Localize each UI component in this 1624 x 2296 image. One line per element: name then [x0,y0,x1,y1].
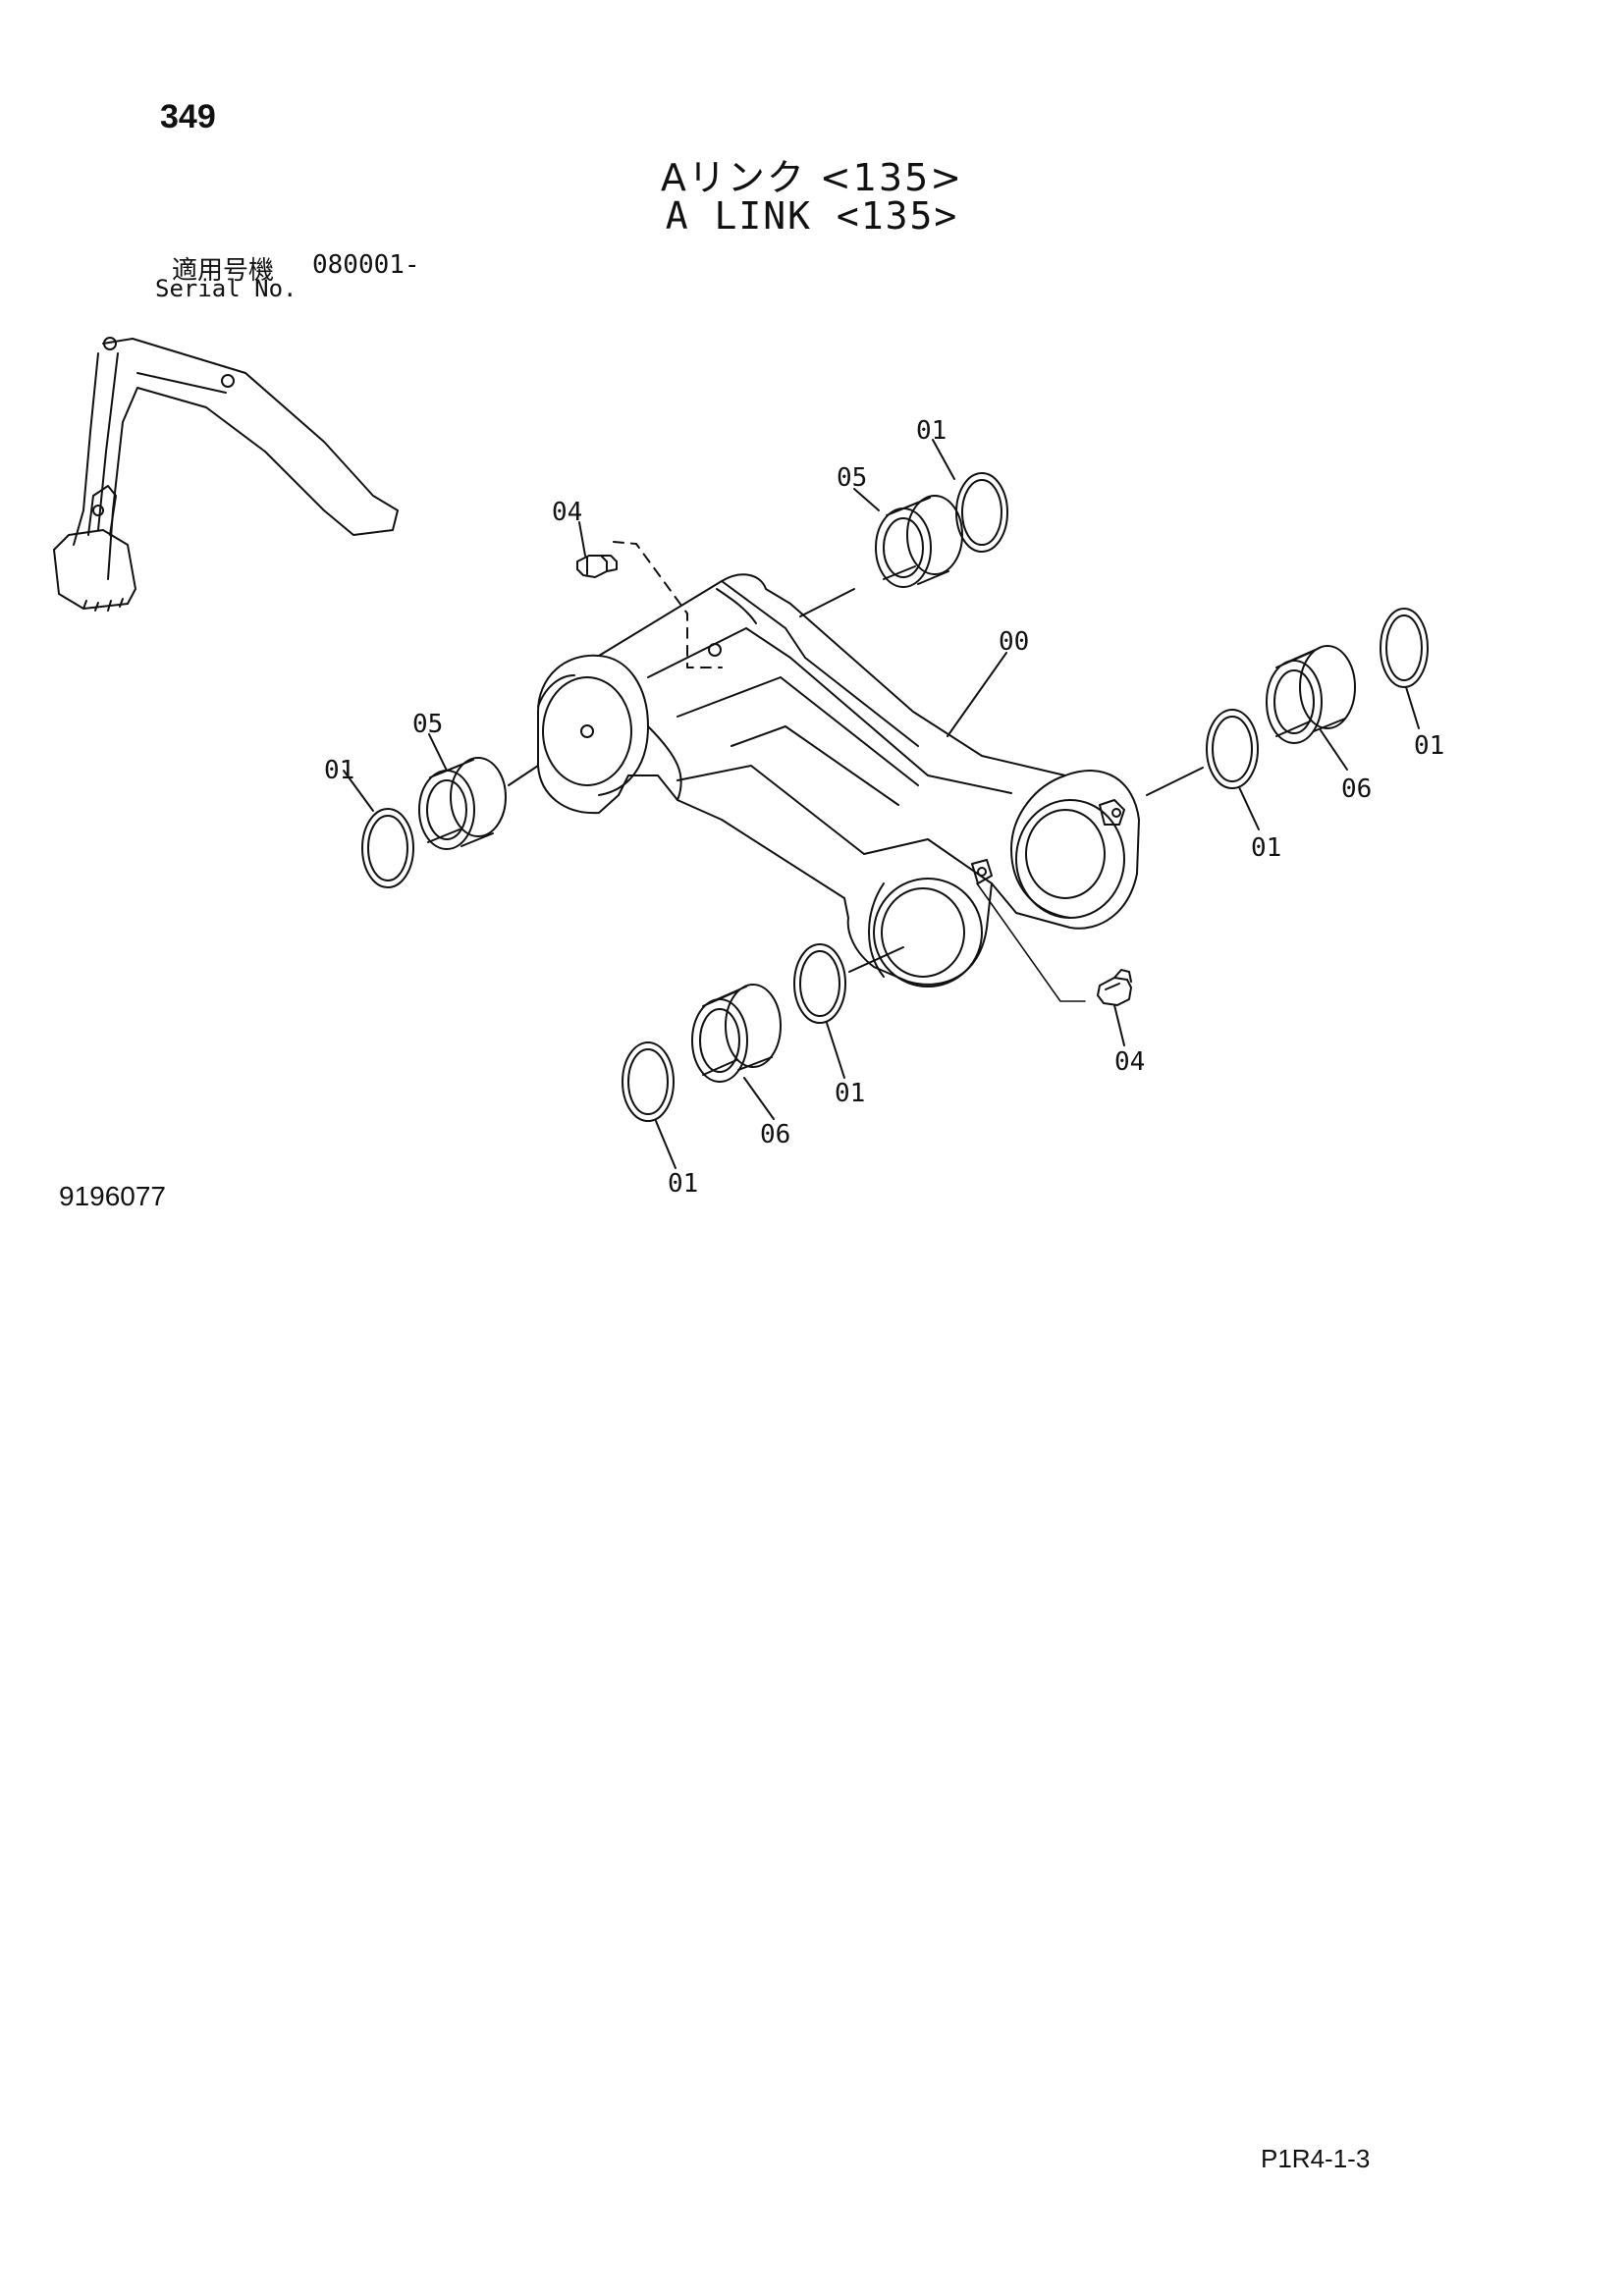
callout-05-top: 05 [837,463,867,493]
page-number: 349 [160,98,216,135]
serial-label-english: Serial No. [155,275,298,302]
bushing-06-right [1266,645,1356,744]
guide-line-04-top [613,541,723,668]
excavator-arm-thumbnail [53,337,399,612]
callout-05-left: 05 [412,710,443,739]
leader-05-top [853,488,880,511]
callout-01-right: 01 [1251,833,1281,863]
grease-fitting-04-bottom [1097,969,1132,1006]
callout-01-mid-bottom: 01 [835,1079,865,1108]
title-japanese: Aリンク <135> [660,156,964,199]
leader-01-bottom [655,1120,677,1169]
leader-05-left [428,733,448,772]
callout-06-bottom: 06 [760,1120,790,1149]
leader-01-right-far [1405,686,1420,729]
seal-ring-01-left [361,808,414,888]
title-english: A LINK <135> [665,194,959,238]
bushing-05-top [875,495,963,588]
callout-01-right-far: 01 [1414,731,1444,761]
callout-01-left: 01 [324,756,354,785]
seal-ring-01-right [1206,709,1259,789]
callout-01-bottom: 01 [668,1169,698,1199]
leader-01-right [1238,786,1260,830]
callout-04-bottom: 04 [1114,1047,1145,1077]
grease-fitting-04-top [576,555,618,578]
callout-06-right: 06 [1341,774,1372,804]
callout-04-top: 04 [552,498,582,527]
leader-01-mid-bottom [826,1022,845,1079]
axis-line-right [1146,767,1204,796]
figure-number: 9196077 [59,1181,167,1211]
leader-06-bottom [743,1077,775,1120]
leader-04-bottom [1113,1004,1125,1046]
seal-ring-01-mid-bottom [793,943,846,1024]
guide-line-04-bottom [976,882,1086,1002]
bushing-06-bottom [691,984,782,1083]
leader-06-right [1320,729,1348,771]
page-code: P1R4-1-3 [1261,2144,1371,2173]
leader-01-top [932,439,955,480]
exploded-parts-diagram: 01 05 04 00 01 06 01 05 01 04 01 06 01 [53,337,1444,1199]
leader-00 [947,652,1007,737]
seal-ring-01-right-far [1380,608,1429,688]
axis-line-top [799,588,855,617]
seal-ring-01-top [955,472,1008,553]
axis-line-left [508,765,539,786]
callout-00: 00 [999,627,1029,657]
leader-01-left [343,770,374,812]
a-link-body [537,573,1140,988]
leader-04-top [578,521,586,557]
serial-label-japanese: 適用号機 [172,256,275,286]
serial-number-value: 080001- [312,250,420,280]
axis-line-bottom [848,946,904,973]
bushing-05-left [418,757,507,850]
seal-ring-01-bottom [622,1041,675,1122]
callout-01-top: 01 [916,416,947,446]
